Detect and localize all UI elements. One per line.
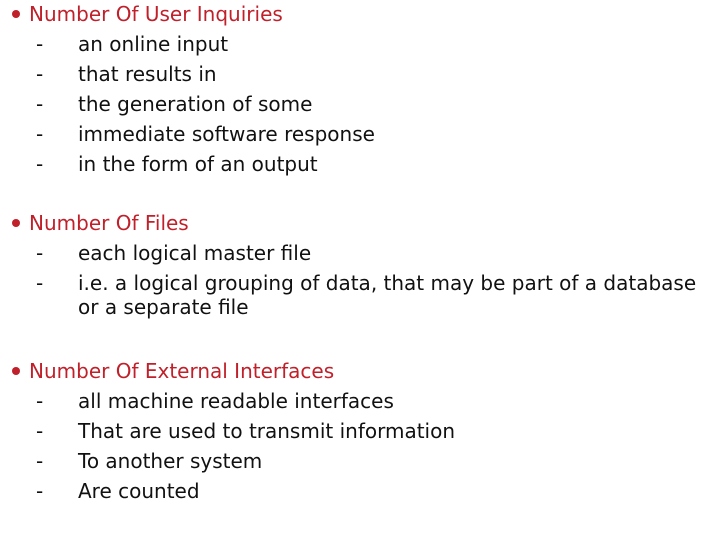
section-heading-label: Number Of Files [29,211,189,235]
section-heading-label: Number Of User Inquiries [29,2,283,26]
dash-marker: - [36,62,44,86]
section-external-interfaces: Number Of External Interfaces - all mach… [0,359,720,503]
dash-marker: - [36,271,44,295]
list-item-text: To another system [78,449,263,473]
dash-marker: - [36,32,44,56]
dash-marker: - [36,241,44,265]
list-item: - Are counted [0,479,720,503]
list-item: - That are used to transmit information [0,419,720,443]
section-heading: Number Of User Inquiries [0,2,720,26]
bullet-icon [12,10,20,18]
list-item: - i.e. a logical grouping of data, that … [0,271,720,319]
list-item: - To another system [0,449,720,473]
list-item: - an online input [0,32,720,56]
list-item-text: Are counted [78,479,200,503]
dash-marker: - [36,449,44,473]
bullet-icon [12,367,20,375]
list-item-text: immediate software response [78,122,375,146]
list-item-text: i.e. a logical grouping of data, that ma… [78,271,697,319]
section-heading: Number Of External Interfaces [0,359,720,383]
dash-marker: - [36,479,44,503]
list-item-text: That are used to transmit information [78,419,456,443]
list-item-text: all machine readable interfaces [78,389,394,413]
bullet-icon [12,219,20,227]
list-item-text: each logical master file [78,241,312,265]
list-item: - all machine readable interfaces [0,389,720,413]
dash-marker: - [36,152,44,176]
list-item: - that results in [0,62,720,86]
list-item-text: the generation of some [78,92,313,116]
section-files: Number Of Files - each logical master fi… [0,211,720,319]
list-item-text: in the form of an output [78,152,318,176]
dash-marker: - [36,92,44,116]
list-item: - immediate software response [0,122,720,146]
section-user-inquiries: Number Of User Inquiries - an online inp… [0,2,720,176]
dash-marker: - [36,389,44,413]
list-item: - the generation of some [0,92,720,116]
section-heading: Number Of Files [0,211,720,235]
dash-marker: - [36,122,44,146]
section-heading-label: Number Of External Interfaces [29,359,335,383]
list-item-text: that results in [78,62,217,86]
list-item: - in the form of an output [0,152,720,176]
list-item: - each logical master file [0,241,720,265]
dash-marker: - [36,419,44,443]
list-item-text: an online input [78,32,229,56]
